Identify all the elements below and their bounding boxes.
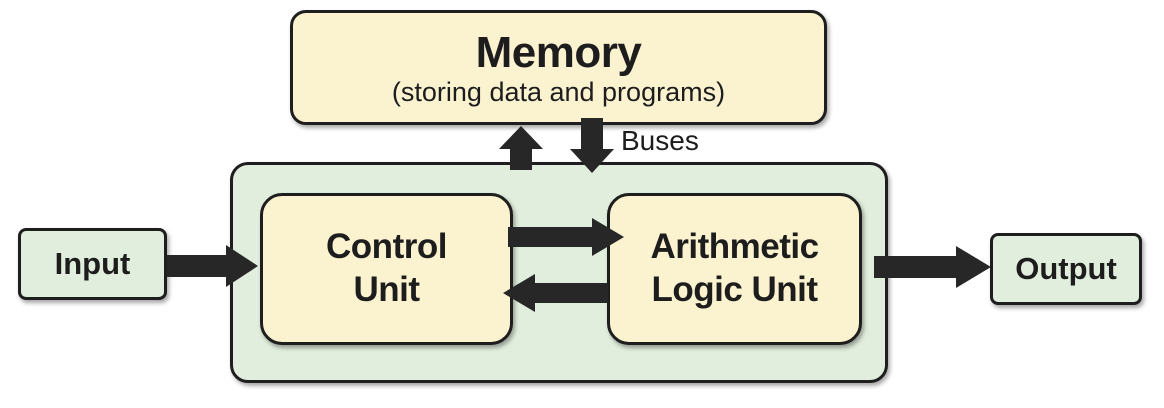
input-label: Input bbox=[54, 246, 131, 281]
alu-label: Arithmetic Logic Unit bbox=[650, 227, 819, 309]
memory-box: Memory (storing data and programs) bbox=[290, 10, 827, 125]
memory-title: Memory bbox=[475, 28, 642, 78]
cpu-to-output-arrow bbox=[874, 246, 991, 288]
control-unit-box: Control Unit bbox=[260, 193, 513, 345]
output-label: Output bbox=[1015, 251, 1117, 286]
buses-label: Buses bbox=[621, 125, 699, 156]
input-box: Input bbox=[18, 228, 167, 300]
alu-box: Arithmetic Logic Unit bbox=[607, 193, 862, 345]
control-unit-label: Control Unit bbox=[326, 227, 447, 309]
output-box: Output bbox=[990, 233, 1142, 305]
memory-subtitle: (storing data and programs) bbox=[391, 76, 726, 107]
